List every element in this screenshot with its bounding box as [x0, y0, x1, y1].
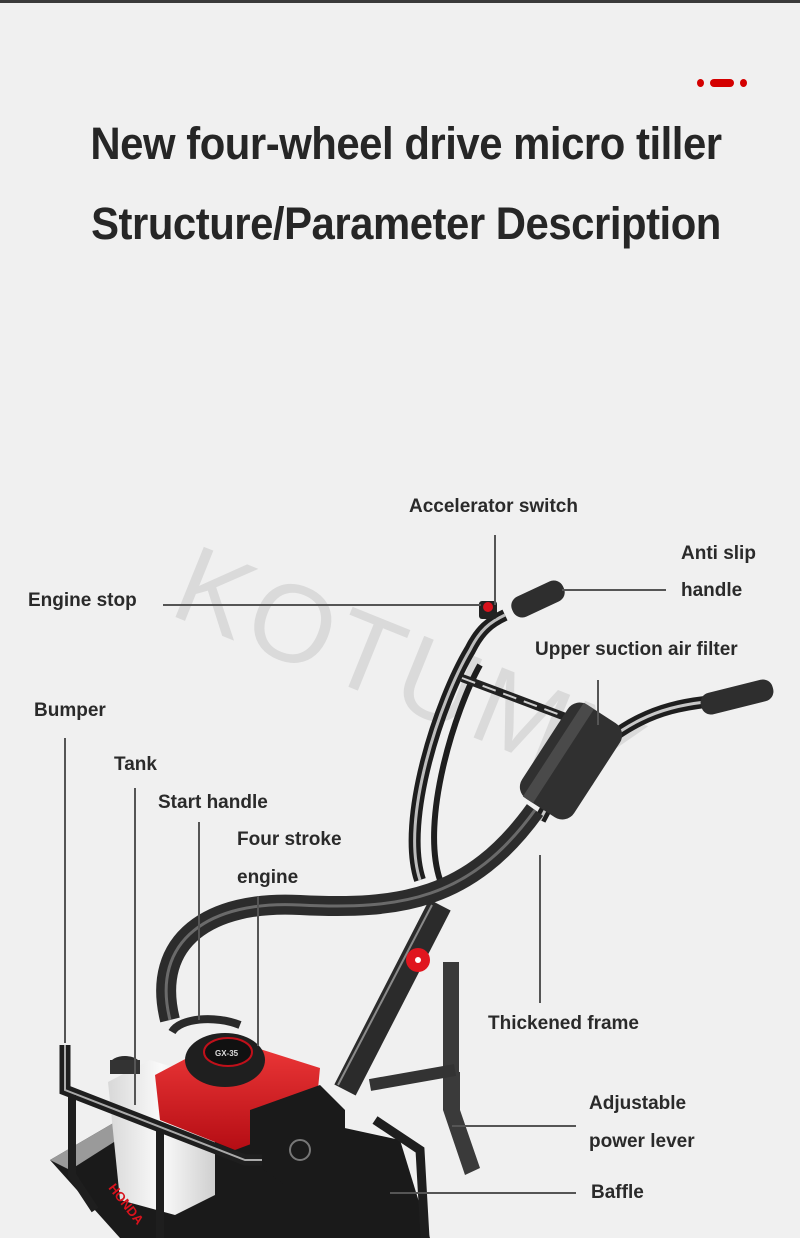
thickened-frame [334, 899, 451, 1096]
red-dot-left [697, 79, 704, 87]
leader-engine-stop [163, 604, 481, 606]
adjustable-power-lever [368, 962, 480, 1175]
label-anti-slip-handle-line1: Anti slip [681, 543, 756, 564]
handlebar-left [408, 609, 508, 882]
page-subtitle: Structure/Parameter Description [91, 198, 721, 249]
four-stroke-engine: GX-35 [155, 1033, 345, 1185]
bumper [59, 1045, 430, 1238]
leader-start-handle [198, 822, 200, 1020]
label-thickened-frame: Thickened frame [488, 1013, 639, 1034]
leader-engine [257, 896, 259, 1046]
leader-frame [539, 855, 541, 1003]
engine-cap-marking: GX-35 [215, 1049, 239, 1058]
label-four-stroke-engine-line2: engine [237, 867, 299, 888]
engine-block [250, 1085, 345, 1185]
leader-power-lever [452, 1125, 576, 1127]
air-filter [519, 702, 623, 820]
label-accelerator-switch: Accelerator switch [409, 496, 578, 517]
red-dash [710, 79, 734, 87]
leader-tank [134, 788, 136, 1105]
red-dot-right [740, 79, 747, 87]
label-start-handle: Start handle [158, 792, 268, 813]
leader-accelerator [494, 535, 496, 605]
page-title: New four-wheel drive micro tiller [90, 118, 722, 169]
top-border [0, 0, 800, 3]
label-bumper: Bumper [34, 700, 106, 721]
leader-air-filter [597, 680, 599, 725]
decorative-red-dashes [697, 78, 753, 88]
leader-baffle [390, 1192, 576, 1194]
label-adjustable-power-lever-line1: Adjustable [589, 1093, 687, 1114]
label-tank: Tank [114, 754, 157, 775]
label-engine-stop: Engine stop [28, 590, 137, 611]
label-anti-slip-handle-line2: handle [681, 580, 743, 601]
leader-anti-slip [562, 589, 666, 591]
label-baffle: Baffle [591, 1182, 644, 1203]
accelerator-switch-icon [479, 601, 497, 619]
anti-slip-grip-left [511, 580, 565, 618]
anti-slip-grip-right [700, 679, 774, 715]
label-four-stroke-engine-line1: Four stroke [237, 829, 342, 850]
start-handle [168, 1015, 242, 1035]
label-upper-suction-air-filter: Upper suction air filter [535, 639, 738, 660]
leader-bumper [64, 738, 66, 1043]
label-adjustable-power-lever-line2: power lever [589, 1131, 695, 1152]
